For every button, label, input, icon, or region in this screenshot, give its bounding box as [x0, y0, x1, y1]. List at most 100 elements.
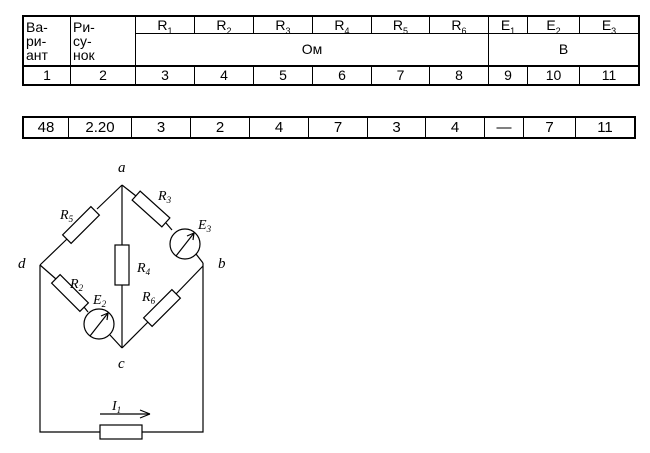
variant-header: Ва- ри- ант: [22, 15, 71, 66]
value-r6: 4: [425, 116, 485, 139]
wire-d-loop: [39, 265, 100, 433]
label-r3-sub: 3: [166, 195, 172, 205]
wire-d-r2: [39, 264, 57, 280]
wire-r2-e2: [83, 306, 89, 313]
variant-header-line3: ант: [26, 46, 48, 63]
column-number: 11: [579, 64, 640, 85]
label-r6-sub: 6: [151, 296, 156, 306]
header-r5: R5: [371, 15, 430, 34]
header-r2-sub: 2: [226, 25, 232, 34]
header-r2: R2: [194, 15, 254, 34]
wire-r5-d: [39, 238, 68, 266]
header-r1: R1: [135, 15, 195, 34]
label-e2-sub: 2: [102, 299, 107, 309]
value-e1: —: [484, 116, 524, 139]
label-r2: R2: [69, 277, 84, 293]
e3-arrow: [175, 232, 195, 257]
header-r4: R4: [312, 15, 372, 34]
column-number: 6: [312, 64, 372, 85]
label-r4: R4: [136, 261, 151, 277]
value-r1: 3: [131, 116, 191, 139]
label-r6-base: R: [141, 290, 151, 305]
header-r2-base: R: [216, 17, 227, 33]
header-e1-base: E: [500, 17, 511, 33]
value-r4: 7: [308, 116, 368, 139]
figure-header: Ри- су- нок: [70, 15, 136, 66]
column-number: 8: [429, 64, 489, 85]
unit-ohm: Ом: [135, 33, 489, 66]
header-r4-sub: 4: [344, 25, 350, 34]
label-i1-sub: 1: [117, 405, 122, 415]
label-r5-sub: 5: [69, 214, 74, 224]
label-r3-base: R: [157, 189, 167, 204]
header-r3: R3: [253, 15, 313, 34]
figure-header-line2: су-: [73, 32, 92, 49]
label-i1: I1: [111, 399, 121, 415]
column-number: 4: [194, 64, 254, 85]
current-i1-arrowhead: [139, 409, 151, 419]
header-r3-base: R: [275, 17, 286, 33]
label-r5-base: R: [59, 208, 69, 223]
header-r5-sub: 5: [403, 25, 409, 34]
resistor-r4: [114, 244, 130, 286]
wire-c-r6: [121, 321, 149, 349]
header-e2-base: E: [546, 17, 556, 33]
value-variant: 48: [22, 116, 69, 139]
column-number: 5: [253, 64, 313, 85]
wire-a-r5: [96, 184, 123, 210]
header-r6-sub: 6: [461, 25, 467, 34]
unit-volt: В: [488, 33, 640, 66]
value-r2: 2: [190, 116, 250, 139]
header-r3-sub: 3: [285, 25, 291, 34]
figure-header-line1: Ри-: [73, 18, 95, 35]
label-r4-base: R: [136, 261, 146, 276]
wire-r3-e3: [165, 222, 173, 231]
e2-arrowhead: [100, 312, 109, 321]
header-e1: E1: [488, 15, 528, 34]
column-number: 10: [527, 64, 580, 85]
label-e3: E3: [197, 218, 212, 234]
header-r1-sub: 1: [167, 25, 173, 34]
header-e1-sub: 1: [510, 25, 516, 34]
label-e2-base: E: [92, 293, 102, 308]
header-r6: R6: [429, 15, 489, 34]
figure-header-line3: нок: [73, 46, 95, 63]
circuit-diagram: a b c d R5 R3 E3 R4 R2 R6 E2 I1: [18, 160, 226, 440]
parameters-header-table: Ва- ри- ант Ри- су- нок R1 R2 R3 R4 R5 R…: [22, 15, 640, 86]
node-a-label: a: [118, 160, 126, 176]
header-e2-sub: 2: [555, 25, 561, 34]
node-c-label: c: [118, 356, 125, 372]
header-r4-base: R: [334, 17, 345, 33]
variant-values-table: 48 2.20 3 2 4 7 3 4 — 7 11: [22, 116, 636, 139]
value-e2: 7: [523, 116, 576, 139]
resistor-r3: [131, 190, 171, 228]
column-number: 2: [70, 64, 136, 85]
label-r6: R6: [141, 290, 156, 306]
column-number: 1: [22, 64, 71, 85]
wire-a-r3: [121, 184, 137, 197]
header-e2: E2: [527, 15, 580, 34]
label-e3-sub: 3: [206, 224, 212, 234]
wire-r6-b: [175, 265, 204, 295]
header-r1-base: R: [157, 17, 168, 33]
header-e3: E3: [579, 15, 640, 34]
label-r2-sub: 2: [79, 283, 84, 293]
column-number: 7: [371, 64, 430, 85]
label-e3-base: E: [197, 218, 207, 233]
variant-header-line2: ри-: [26, 32, 47, 49]
label-r3: R3: [157, 189, 172, 205]
resistor-r1: [99, 424, 143, 440]
label-e2: E2: [92, 293, 107, 309]
wire-e3-b: [195, 253, 204, 264]
label-r4-sub: 4: [146, 267, 151, 277]
header-e3-base: E: [601, 17, 612, 33]
e3-arrowhead: [186, 232, 195, 241]
header-r5-base: R: [392, 17, 404, 33]
column-number: 9: [488, 64, 528, 85]
value-e3: 11: [575, 116, 636, 139]
value-r3: 4: [249, 116, 309, 139]
wire-e2-c: [109, 334, 123, 349]
label-r2-base: R: [69, 277, 79, 292]
value-figure: 2.20: [68, 116, 132, 139]
value-r5: 3: [367, 116, 426, 139]
